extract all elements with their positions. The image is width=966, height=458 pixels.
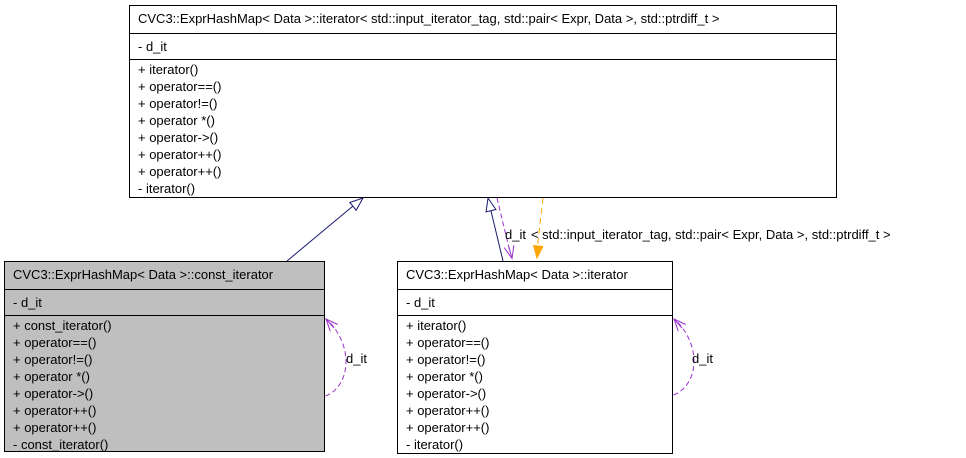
class-title: CVC3::ExprHashMap< Data >::iterator — [406, 267, 628, 282]
method-item: + operator!=() — [13, 352, 93, 367]
method-item: - iterator() — [138, 181, 196, 196]
method-item: + const_iterator() — [13, 318, 112, 333]
inheritance-arrow-const-iterator — [286, 197, 365, 262]
attribute-d-it: - d_it — [138, 39, 167, 54]
method-list: + const_iterator() + operator==() + oper… — [5, 315, 324, 451]
method-item: + operator!=() — [138, 96, 218, 111]
method-item: + operator->() — [406, 386, 487, 401]
method-item: + operator!=() — [406, 352, 486, 367]
method-list: + iterator() + operator==() + operator!=… — [130, 59, 836, 197]
class-title: CVC3::ExprHashMap< Data >::const_iterato… — [13, 267, 274, 282]
class-box-const-iterator[interactable]: CVC3::ExprHashMap< Data >::const_iterato… — [4, 261, 325, 452]
attribute-d-it: - d_it — [13, 295, 42, 310]
usage-edge-label: d_it — [505, 227, 526, 242]
method-item: + iterator() — [138, 62, 199, 77]
edge-label-d-it-right: d_it — [692, 351, 713, 366]
method-item: + operator *() — [138, 113, 215, 128]
method-item: + operator==() — [138, 79, 222, 94]
method-item: + operator++() — [13, 420, 97, 435]
method-item: + operator==() — [406, 335, 490, 350]
inheritance-arrow-iterator — [485, 196, 504, 262]
attribute-d-it: - d_it — [406, 295, 435, 310]
class-title: CVC3::ExprHashMap< Data >::iterator< std… — [138, 11, 720, 26]
method-item: + operator *() — [13, 369, 90, 384]
self-usage-arrow-iterator — [673, 318, 695, 396]
self-usage-arrow-const-iterator — [325, 318, 347, 397]
method-item: + iterator() — [406, 318, 467, 333]
method-item: + operator->() — [13, 386, 94, 401]
method-item: + operator++() — [406, 420, 490, 435]
method-item: - iterator() — [406, 437, 464, 452]
method-item: + operator++() — [138, 164, 222, 179]
method-item: + operator++() — [406, 403, 490, 418]
method-list: + iterator() + operator==() + operator!=… — [398, 315, 672, 453]
template-args-label: < std::input_iterator_tag, std::pair< Ex… — [530, 227, 891, 242]
method-item: + operator++() — [138, 147, 222, 162]
class-box-iterator-template-instance[interactable]: CVC3::ExprHashMap< Data >::iterator< std… — [129, 5, 837, 198]
method-item: + operator++() — [13, 403, 97, 418]
class-box-iterator[interactable]: CVC3::ExprHashMap< Data >::iterator - d_… — [397, 261, 673, 454]
method-item: + operator->() — [138, 130, 219, 145]
method-item: + operator==() — [13, 335, 97, 350]
method-item: - const_iterator() — [13, 437, 109, 451]
edge-label-d-it-left: d_it — [346, 351, 367, 366]
method-item: + operator *() — [406, 369, 483, 384]
edge-label-d-it-template-args: d_it < std::input_iterator_tag, std::pair… — [505, 227, 891, 242]
